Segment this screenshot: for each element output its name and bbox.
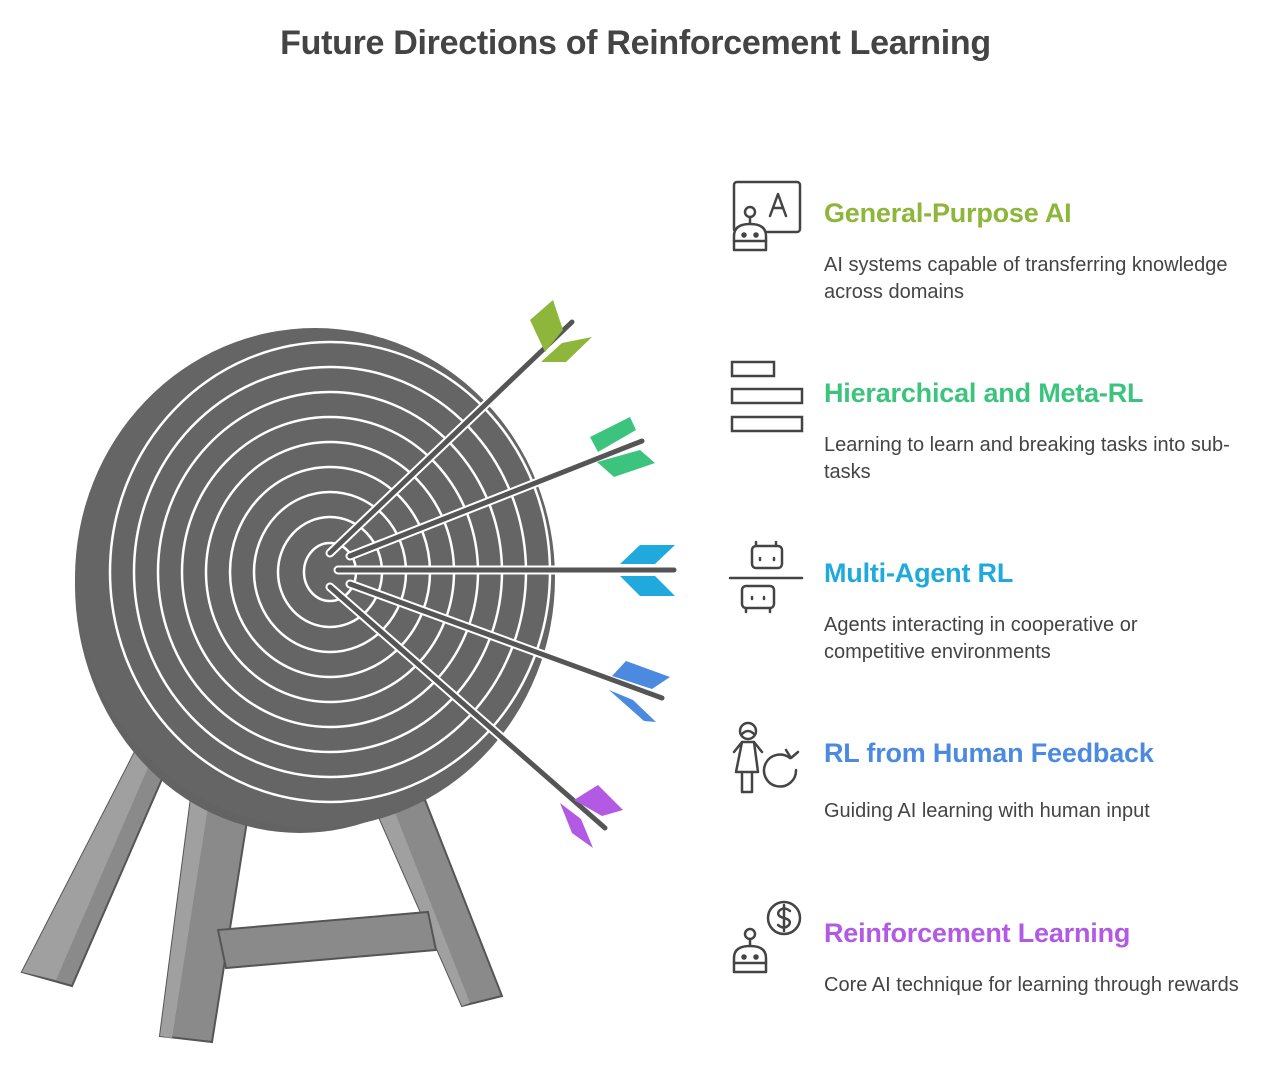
arrow-blue	[345, 579, 670, 722]
item-description: Learning to learn and breaking tasks int…	[824, 434, 1230, 483]
arrow-cyan	[333, 545, 679, 596]
item-title: RL from Human Feedback	[824, 738, 1154, 768]
item-title: General-Purpose AI	[824, 198, 1072, 228]
target-stand	[20, 740, 504, 1044]
two-agents-icon	[728, 540, 804, 614]
robot-reward-icon	[732, 900, 802, 974]
robot-letter-icon	[732, 180, 802, 252]
item-description: Core AI technique for learning through r…	[824, 974, 1239, 996]
target-board	[75, 328, 555, 833]
page-title: Future Directions of Reinforcement Learn…	[280, 24, 991, 62]
item-title: Hierarchical and Meta-RL	[824, 378, 1144, 408]
arrows	[325, 300, 679, 848]
item-description: AI systems capable of transferring knowl…	[824, 254, 1228, 303]
arrow-purple	[325, 582, 623, 848]
item-title: Reinforcement Learning	[824, 918, 1131, 948]
item-title: Multi-Agent RL	[824, 558, 1014, 588]
arrow-teal	[345, 417, 655, 561]
item-description: Agents interacting in cooperative or com…	[824, 614, 1138, 663]
human-feedback-icon	[732, 721, 800, 794]
arrow-green	[325, 300, 592, 558]
item-description: Guiding AI learning with human input	[824, 800, 1150, 822]
stacked-bars-icon	[730, 360, 804, 433]
